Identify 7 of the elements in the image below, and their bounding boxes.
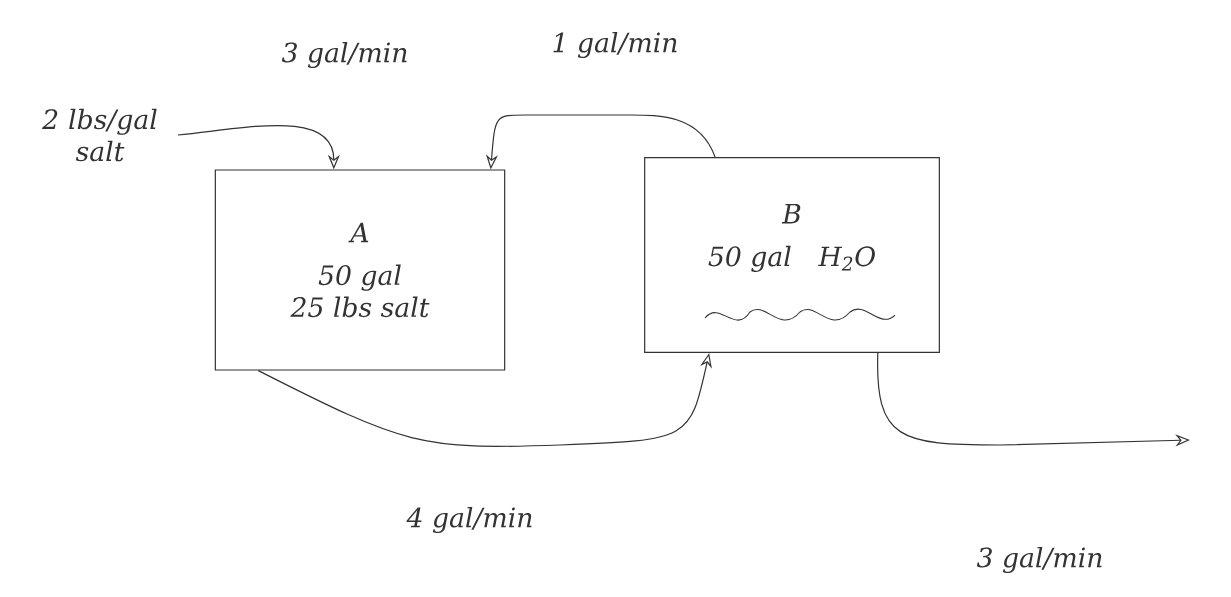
flow-rate-label: 1 gal/min <box>550 30 680 60</box>
flow-rate-label: 3 gal/min <box>975 545 1105 575</box>
tank-box: A 50 gal 25 lbs salt <box>214 169 506 371</box>
salt-input-label: 2 lbs/gal salt <box>42 108 157 162</box>
flow-rate-label: 4 gal/min <box>405 505 535 535</box>
flow-rate-label: 3 gal/min <box>280 40 410 70</box>
tank-box: B 50 gal H$_{2}$O <box>644 157 940 353</box>
